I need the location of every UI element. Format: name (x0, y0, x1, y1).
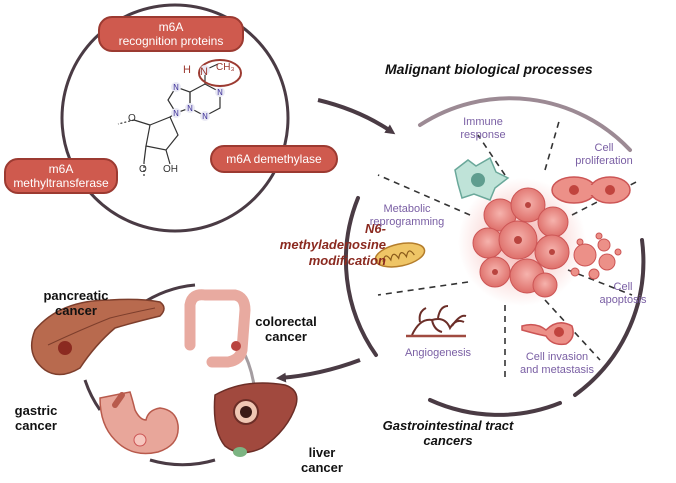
arrow-to-processes (317, 98, 396, 135)
process-immune-response: Immune response (448, 116, 518, 142)
process-cell-invasion-metastasis: Cell invasion and metastasis (512, 351, 602, 377)
atom-n5: N (202, 112, 208, 121)
atom-n1: N (173, 83, 179, 92)
m6a-demethylase-pill: m6A demethylase (210, 145, 338, 173)
colon-icon (184, 289, 251, 368)
gi-cycle-arc-bottom (149, 458, 216, 467)
cancer-label-pancreatic: pancreatic cancer (36, 288, 116, 318)
process-angiogenesis: Angiogenesis (404, 347, 472, 359)
gi-cancers-title: Gastrointestinal tract cancers (360, 418, 536, 448)
gastric-line1: gastric (14, 403, 58, 418)
invasion-line1: Cell invasion (525, 351, 589, 363)
molecule-h-label: H (183, 64, 191, 76)
m6a-methyltransferase-pill: m6A methyltransferase (4, 158, 118, 194)
immune-line2: response (460, 129, 506, 141)
modification-line2: methyladenosine (279, 237, 386, 252)
m6a-recognition-proteins-pill: m6A recognition proteins (98, 16, 244, 52)
dividing-cell-icon (551, 176, 631, 204)
molecule-atom-highlights (171, 65, 225, 121)
cancer-label-colorectal: colorectal cancer (244, 314, 328, 344)
arrow-to-gi-cancers (276, 358, 361, 383)
stomach-icon (99, 391, 179, 455)
molecule-o-label-bottom: O (139, 164, 147, 175)
tumor-cluster-icon (458, 178, 586, 306)
gi-title-line2: cancers (423, 433, 473, 448)
pancreas-icon (30, 298, 165, 376)
molecule-oh-label: OH (163, 164, 178, 175)
immune-line1: Immune (463, 116, 503, 128)
pancreatic-line2: cancer (55, 303, 97, 318)
recognition-pill-line2: recognition proteins (118, 34, 224, 48)
gi-cycle-arc-left (83, 379, 102, 411)
mitochondrion-icon (374, 242, 426, 268)
malignant-processes-title: Malignant biological processes (385, 61, 593, 77)
process-circle-left-arc (343, 196, 378, 357)
m6a-cycle-circle (60, 3, 290, 233)
apoptosis-icon (570, 232, 622, 280)
modification-line3: modification (308, 253, 386, 268)
metabolic-line2: reprogramming (369, 216, 445, 228)
process-cell-proliferation: Cell proliferation (568, 142, 640, 168)
metabolic-line1: Metabolic (383, 203, 431, 215)
modification-label: N6- methyladenosine modification (262, 221, 386, 269)
proliferation-line2: proliferation (575, 155, 633, 167)
liver-line1: liver (308, 445, 336, 460)
liver-line2: cancer (301, 460, 343, 475)
colorectal-line1: colorectal (255, 314, 317, 329)
process-circle-top-arc (418, 96, 632, 152)
liver-icon (213, 382, 298, 457)
cancer-label-liver: liver cancer (296, 445, 348, 475)
blood-vessel-icon (406, 305, 467, 338)
modification-line1: N6- (365, 221, 386, 236)
process-cell-apoptosis: Cell apoptosis (593, 281, 653, 307)
proliferation-line1: Cell (594, 142, 614, 154)
gi-title-line1: Gastrointestinal tract (382, 418, 514, 433)
invasive-cell-icon (521, 322, 574, 346)
immune-cell-icon (454, 156, 510, 201)
process-circle-bottom-arc (428, 398, 562, 417)
molecule-ch3-label: CH₃ (216, 62, 235, 73)
colorectal-line2: cancer (265, 329, 307, 344)
colon-tumor-icon (231, 341, 241, 351)
demethylase-pill-label: m6A demethylase (226, 152, 322, 166)
atom-n2: N (173, 109, 179, 118)
recognition-pill-line1: m6A (158, 20, 184, 34)
molecule-atom-letters: N N N N N (173, 83, 223, 121)
gastric-line2: cancer (15, 418, 57, 433)
methyltransferase-pill-line1: m6A (48, 162, 74, 176)
process-circle-right-arc (573, 238, 646, 397)
atom-n4: N (217, 88, 223, 97)
atom-n3: N (187, 104, 193, 113)
apoptosis-line2: apoptosis (599, 294, 647, 306)
cancer-label-gastric: gastric cancer (6, 403, 66, 433)
molecule-o-label-left: O (128, 113, 136, 124)
methyltransferase-pill-line2: methyltransferase (13, 176, 109, 190)
invasion-line2: and metastasis (520, 364, 594, 376)
process-metabolic-reprogramming: Metabolic reprogramming (366, 203, 448, 229)
apoptosis-line1: Cell (613, 281, 633, 293)
pancreatic-line1: pancreatic (43, 288, 109, 303)
molecule-n-label: N (200, 66, 208, 78)
